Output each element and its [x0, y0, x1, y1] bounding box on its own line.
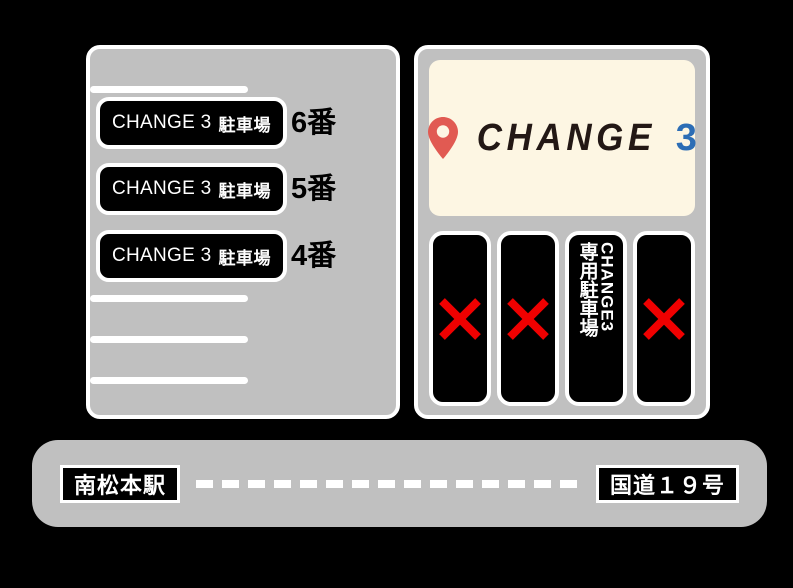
parking-lot-tag: CHANGE 3 駐車場: [96, 163, 288, 215]
dashed-route-line: [196, 479, 580, 488]
x-mark-icon: [643, 297, 685, 340]
parking-space-divider: [90, 86, 248, 93]
reserved-slot-latin-label: CHANGE3: [597, 242, 617, 333]
parking-slot-reserved[interactable]: CHANGE3 専用駐車場: [565, 231, 627, 406]
parking-lot-tag-jp: 駐車場: [218, 181, 272, 201]
parking-lot-tag-latin: CHANGE 3: [112, 245, 212, 266]
parking-lot-row-4[interactable]: CHANGE 3 駐車場 4番: [96, 230, 336, 282]
reserved-slot-jp-label: 専用駐車場: [576, 242, 598, 337]
road-location-bar: 南松本駅 国道１９号: [32, 440, 767, 527]
x-mark-icon: [507, 297, 549, 340]
parking-lot-tag-latin: CHANGE 3: [112, 178, 212, 199]
parking-lot-tag: CHANGE 3 駐車場: [96, 97, 288, 149]
change3-sign-board: CHANGE 3: [428, 60, 697, 216]
parking-space-divider: [90, 336, 248, 343]
parking-lot-number: 6番: [291, 106, 337, 139]
change3-wordmark: CHANGE: [476, 117, 656, 159]
parking-slot-occupied[interactable]: [633, 231, 695, 406]
parking-space-divider: [90, 377, 248, 384]
parking-slot-occupied[interactable]: [429, 231, 491, 406]
parking-lot-row-5[interactable]: CHANGE 3 駐車場 5番: [96, 163, 336, 215]
change3-suffix-number: 3: [675, 117, 697, 159]
parking-space-divider: [90, 295, 248, 302]
parking-slot-strip: CHANGE3 専用駐車場: [429, 231, 695, 406]
station-label: 南松本駅: [60, 464, 181, 503]
parking-lot-tag: CHANGE 3 駐車場: [96, 230, 288, 282]
parking-lot-list-panel: CHANGE 3 駐車場 6番 CHANGE 3 駐車場 5番 CHANGE 3…: [86, 45, 400, 419]
parking-lot-number: 5番: [291, 172, 337, 205]
parking-lot-tag-jp: 駐車場: [218, 248, 272, 268]
national-route-label: 国道１９号: [595, 464, 739, 503]
x-mark-icon: [439, 297, 481, 340]
parking-slot-occupied[interactable]: [497, 231, 559, 406]
parking-lot-tag-jp: 駐車場: [218, 115, 272, 135]
parking-lot-row-6[interactable]: CHANGE 3 駐車場 6番: [96, 97, 336, 149]
parking-lot-tag-latin: CHANGE 3: [112, 112, 212, 133]
parking-lot-number: 4番: [291, 239, 337, 272]
map-pin-icon: [428, 117, 459, 159]
parking-lot-detail-panel: CHANGE 3 CHANGE3 専用駐車場: [414, 45, 710, 419]
